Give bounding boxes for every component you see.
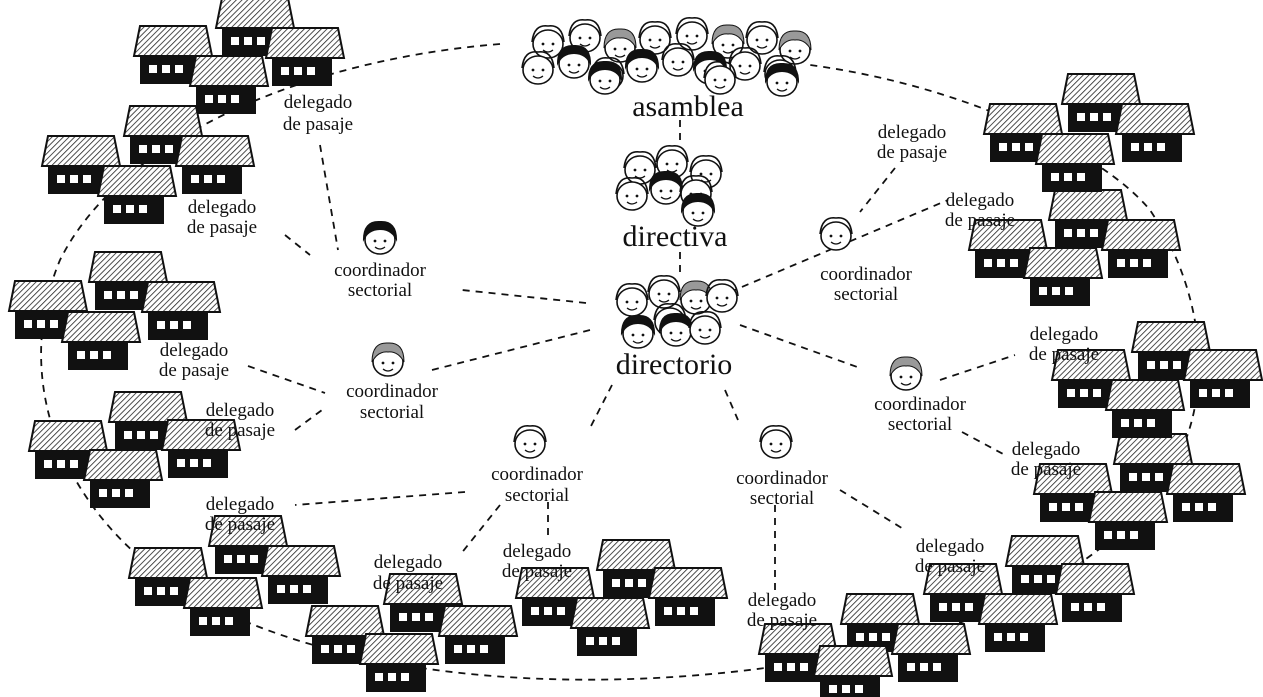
people-group-icon [615,274,739,349]
house-icon [1035,133,1115,193]
directiva-label: directiva [623,220,728,253]
delegate-line1: delegado [916,536,985,557]
coordinator-line2: sectorial [348,280,412,301]
people-group-icon [615,145,723,227]
house-icon [261,545,341,605]
house-icon [1115,103,1195,163]
delegate-line2: de pasaje [159,360,229,381]
house-icon [570,597,650,657]
delegate-line2: de pasaje [205,514,275,535]
house-icon [1183,349,1263,409]
delegate-line2: de pasaje [915,556,985,577]
coordinator-line2: sectorial [750,488,814,509]
delegate-line2: de pasaje [502,561,572,582]
delegate-line2: de pasaje [187,217,257,238]
coordinator-line2: sectorial [834,284,898,305]
house-icon [359,633,439,693]
person-face-icon [819,217,853,251]
house-icon [1055,563,1135,623]
people-group-icon [521,16,812,97]
coordinator-line2: sectorial [360,402,424,423]
house-icon [189,55,269,115]
asamblea-label: asamblea [632,90,744,123]
house-icon [1166,463,1246,523]
delegate-label: delegado de pasaje [877,122,947,163]
delegate-label: delegado de pasaje [915,536,985,577]
coordinator-line1: coordinador [736,468,828,489]
house-icon [83,449,163,509]
delegate-line1: delegado [1012,439,1081,460]
person-face-icon [362,220,398,255]
person-face-icon [889,356,923,391]
delegate-line2: de pasaje [1029,344,1099,365]
house-icon [175,135,255,195]
delegate-label: delegado de pasaje [1029,324,1099,365]
house-icon [1023,247,1103,307]
delegate-line1: delegado [206,400,275,421]
house-icon [61,311,141,371]
delegate-label: delegado de pasaje [1011,439,1081,480]
outer-ring [40,43,1200,681]
coordinator-label: coordinador sectorial [874,394,966,435]
house-icon [141,281,221,341]
house-icon [1105,379,1185,439]
coordinator-label: coordinador sectorial [346,381,438,423]
directorio-label: directorio [616,348,733,381]
coordinator-line2: sectorial [888,414,952,435]
delegate-label: delegado de pasaje [205,494,275,535]
delegate-line1: delegado [1030,324,1099,345]
delegate-line2: de pasaje [283,114,353,135]
delegate-line1: delegado [374,552,443,573]
delegate-line1: delegado [748,590,817,611]
person-face-icon [759,424,793,459]
coordinator-label: coordinador sectorial [334,260,426,301]
delegate-line1: delegado [284,92,353,113]
delegate-line2: de pasaje [1011,459,1081,480]
house-icon [183,577,263,637]
delegate-line1: delegado [878,122,947,143]
coordinator-line1: coordinador [491,464,583,485]
coordinator-line1: coordinador [820,264,912,285]
delegate-line2: de pasaje [877,142,947,163]
house-icon [648,567,728,627]
delegate-line1: delegado [160,340,229,361]
delegate-label: delegado de pasaje [747,590,817,631]
coordinator-line1: coordinador [346,381,438,402]
delegate-line1: delegado [206,494,275,515]
house-icon [1101,219,1181,279]
house-icon [97,165,177,225]
house-icon [891,623,971,683]
house-icon [438,605,518,665]
delegate-line2: de pasaje [945,210,1015,231]
house-icon [1088,491,1168,551]
delegate-line1: delegado [188,197,257,218]
coordinator-label: coordinador sectorial [820,264,912,305]
delegate-line1: delegado [946,190,1015,211]
delegate-line1: delegado [503,541,572,562]
coordinator-line1: coordinador [334,260,426,281]
delegate-label: delegado de pasaje [205,400,275,441]
person-face-icon [371,342,405,377]
coordinator-line1: coordinador [874,394,966,415]
delegate-label: delegado de pasaje [159,340,229,381]
delegate-line2: de pasaje [747,610,817,631]
delegate-label: delegado de pasaje [502,541,572,582]
coordinator-line2: sectorial [505,485,569,506]
house-icon [978,593,1058,653]
coordinator-label: coordinador sectorial [736,468,828,509]
delegate-label: delegado de pasaje [945,190,1015,231]
delegate-line2: de pasaje [373,573,443,594]
house-icon [813,645,893,697]
person-face-icon [513,424,547,459]
delegate-label: delegado de pasaje [373,552,443,594]
delegate-label: delegado de pasaje [187,197,257,238]
coordinator-label: coordinador sectorial [491,464,583,506]
delegate-line2: de pasaje [205,420,275,441]
delegate-label: delegado de pasaje [283,92,353,135]
house-icon [265,27,345,87]
